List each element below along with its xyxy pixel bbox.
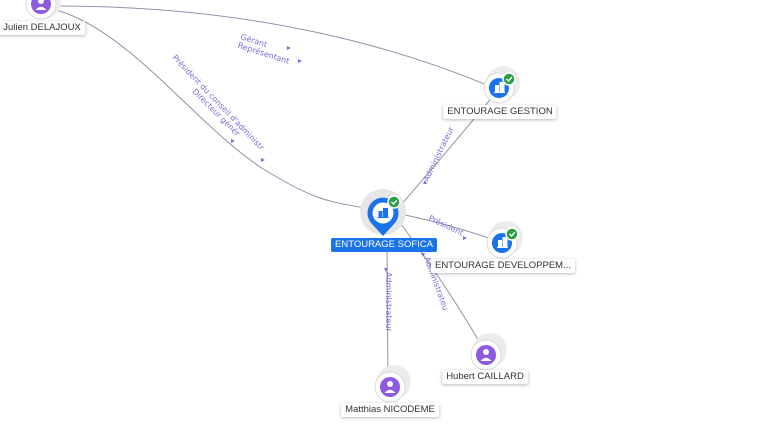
building-icon (377, 208, 389, 218)
node-sofica[interactable] (360, 189, 406, 236)
edge-labels: Gérant Représentant Président du conseil… (0, 0, 465, 332)
arrow-head-icon (231, 139, 235, 143)
edge-julien-gestion[interactable] (55, 5, 495, 89)
node-gestion[interactable] (483, 66, 520, 104)
verified-check-icon (502, 72, 516, 86)
node-label-developpement[interactable]: ENTOURAGE DEVELOPPEM... (430, 259, 576, 273)
person-icon (384, 381, 396, 393)
node-label-sofica[interactable]: ENTOURAGE SOFICA (330, 238, 438, 252)
arrow-head-icon (463, 236, 467, 240)
arrow-head-icon (261, 158, 265, 162)
verified-check-icon (505, 227, 519, 241)
arrow-head-icon (423, 180, 427, 184)
person-icon (35, 0, 47, 10)
node-label-hubert[interactable]: Hubert CAILLARD (442, 370, 528, 384)
verified-check-icon (387, 195, 401, 209)
arrow-head-icon (287, 46, 291, 50)
arrow-head-icon (298, 59, 302, 63)
node-julien[interactable] (25, 0, 61, 20)
building-icon (497, 237, 508, 248)
edge-arrows (231, 46, 467, 272)
node-hubert[interactable] (470, 333, 507, 371)
edge-label-administrateur-hubert: Administrateur (0, 0, 450, 312)
edge-label-president: Président (427, 214, 465, 238)
person-icon (480, 349, 492, 361)
building-icon (494, 82, 505, 93)
edge-label-administrateur-gestion: Administrateur (422, 125, 456, 183)
node-matthias[interactable] (374, 365, 411, 403)
arrow-head-icon (421, 253, 425, 257)
node-label-matthias[interactable]: Matthias NICODEME (341, 403, 439, 417)
node-developpement[interactable] (486, 221, 523, 259)
node-label-gestion[interactable]: ENTOURAGE GESTION (443, 105, 557, 119)
node-label-julien[interactable]: Julien DELAJOUX (0, 21, 85, 35)
arrow-head-icon (384, 268, 388, 272)
edge-label-administrateur-matthias: Administrateur (384, 272, 393, 332)
